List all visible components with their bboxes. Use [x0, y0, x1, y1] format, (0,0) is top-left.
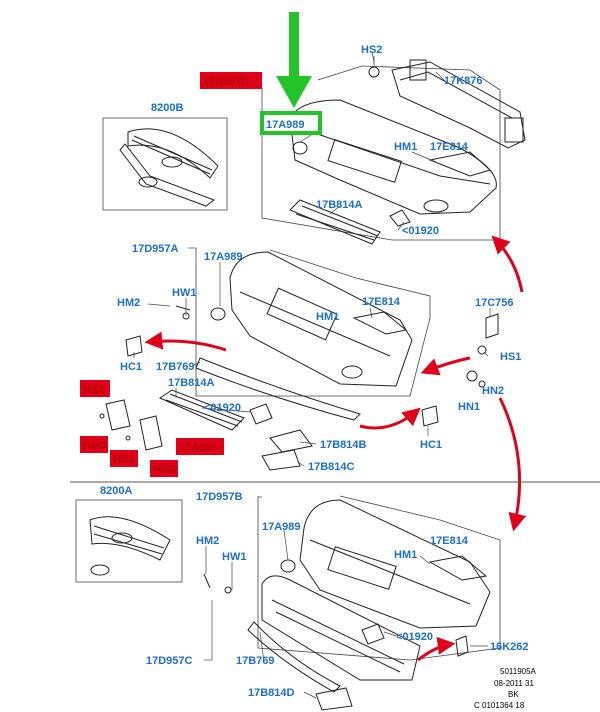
footer-line3: BK [508, 690, 519, 699]
label-17b814a-top: 17B814A [316, 199, 363, 211]
bumper-cover-top [289, 99, 497, 215]
label-8200a: 8200A [100, 485, 132, 497]
leader-lines [133, 51, 491, 699]
label-17a385: 17A385 [179, 442, 218, 454]
bumper-cover-bottom [280, 499, 491, 629]
highlight-17a989-green [260, 111, 322, 135]
highlight-hm3-b [150, 460, 178, 477]
grille-8200b [119, 128, 219, 207]
red-arrow-right-icon [359, 407, 421, 430]
label-01920-mid: <01920 [204, 402, 241, 414]
label-17b769-mid: 17B769 [156, 361, 195, 373]
footer-line4: C 0101364 18 [474, 701, 525, 710]
bracket-17c756 [466, 313, 499, 388]
lower-lip-17b769-bottom [247, 621, 341, 693]
red-arrow-left-mid-icon [420, 356, 471, 376]
cap-hc1-left [125, 335, 143, 357]
label-17c756: 17C756 [475, 297, 514, 309]
brackets-hs3-hm3 [99, 399, 163, 451]
bottom-assembly-frame [257, 495, 501, 661]
label-hw1-bot: HW1 [222, 551, 246, 563]
label-hs3-b: HS3 [113, 454, 134, 466]
label-hm1-mid: HM1 [316, 311, 339, 323]
bracket-17e814-top [428, 151, 491, 177]
grille-8200a [89, 516, 171, 576]
label-hs1: HS1 [500, 351, 521, 363]
label-17b814c: 17B814C [308, 461, 355, 473]
screw-hm2-bottom-icon [203, 573, 232, 594]
label-17e814-mid: 17E814 [362, 296, 401, 308]
label-17b814b: 17B814B [320, 439, 367, 451]
red-arrow-top-left-icon [144, 331, 227, 352]
label-hm3-b: HM3 [153, 464, 176, 476]
highlight-hm3-a [80, 436, 108, 453]
label-17d957b: 17D957B [196, 491, 243, 503]
screw-hm2-mid-icon [175, 305, 191, 320]
label-hm2-mid: HM2 [117, 297, 140, 309]
label-17k876: 17K876 [444, 75, 483, 87]
label-17b814d: 17B814D [248, 687, 295, 699]
cap-hc1-right [421, 405, 439, 427]
label-hc1-left: HC1 [120, 361, 142, 373]
label-hs2: HS2 [361, 44, 382, 56]
bolt-16k262-icon [455, 635, 469, 657]
label-01920-top: <01920 [402, 225, 439, 237]
grille-8200b-frame [102, 117, 228, 211]
label-17d957d: 17D957D [203, 76, 250, 88]
label-hm1-top: HM1 [394, 141, 417, 153]
highlight-hs3-b [110, 450, 138, 467]
label-hm2-bot: HM2 [196, 535, 219, 547]
red-arrow-down-right-icon [498, 397, 527, 532]
label-hn2: HN2 [482, 385, 504, 397]
label-hn1: HN1 [458, 401, 480, 413]
bracket-17e814-mid [352, 311, 408, 335]
mid-assembly-frame [195, 248, 431, 397]
clip-01920-top [389, 209, 411, 227]
lower-bumper-bottom [261, 575, 421, 681]
grille-17b814a-top [289, 199, 381, 245]
lower-lip-17b769-mid [195, 357, 361, 421]
label-17a989-bot: 17A989 [262, 521, 301, 533]
label-17b769-bot: 17B769 [236, 655, 275, 667]
label-17a989-mid: 17A989 [204, 251, 243, 263]
footer-line1: 5011905A [500, 667, 537, 676]
label-17d957c: 17D957C [146, 655, 193, 667]
clip-01920-bottom [361, 623, 385, 645]
green-arrow-icon [276, 12, 312, 108]
highlight-hs3-a [80, 380, 110, 397]
label-hm3-a: HM3 [83, 440, 106, 452]
label-hs3-a: HS3 [83, 384, 104, 396]
red-arrow-up-right-icon [491, 235, 524, 293]
clip-01920-mid [249, 403, 273, 425]
footer-line2: 08-2011 31 [494, 679, 534, 688]
grille-8200a-frame [75, 499, 183, 583]
top-assembly-frame [261, 65, 501, 241]
label-hc1-right: HC1 [420, 439, 442, 451]
grille-17b814c [261, 449, 301, 471]
label-17e814-top: 17E814 [430, 141, 469, 153]
highlight-17d957d [200, 72, 262, 89]
reinforcement-beam-17k876 [391, 59, 526, 149]
label-17b814a-mid: 17B814A [168, 377, 215, 389]
bracket-17e814-bottom [428, 555, 488, 581]
grille-17b814d [315, 687, 353, 711]
label-8200b: 8200B [151, 102, 183, 114]
label-01920-bot: <01920 [396, 631, 433, 643]
label-17d957a: 17D957A [132, 243, 179, 255]
grille-17b814b [269, 429, 313, 453]
bumper-cover-mid [210, 251, 413, 387]
red-arrow-bottom-right-icon [417, 636, 456, 662]
label-17a989-top: 17A989 [266, 119, 305, 131]
label-hw1-mid: HW1 [172, 287, 196, 299]
label-hm1-bot: HM1 [394, 549, 417, 561]
label-17e814-bot: 17E814 [430, 535, 469, 547]
label-16k262: 16K262 [490, 641, 529, 653]
highlight-17a385 [176, 438, 224, 455]
